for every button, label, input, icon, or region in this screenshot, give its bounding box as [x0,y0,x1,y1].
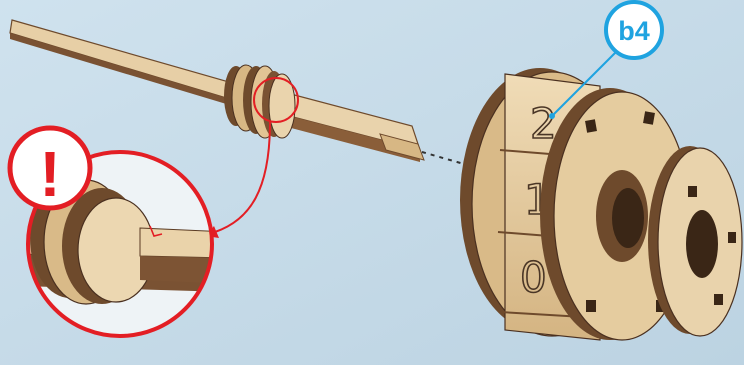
part-label-badge: b4 [606,2,662,58]
wheel-digit-top: 2 [530,99,557,148]
part-label: b4 [618,16,650,46]
wheel-digit-bottom: 0 [520,253,547,302]
callout-dot [549,113,555,119]
warning-icon: ! [10,128,90,210]
warning-symbol: ! [39,138,60,210]
